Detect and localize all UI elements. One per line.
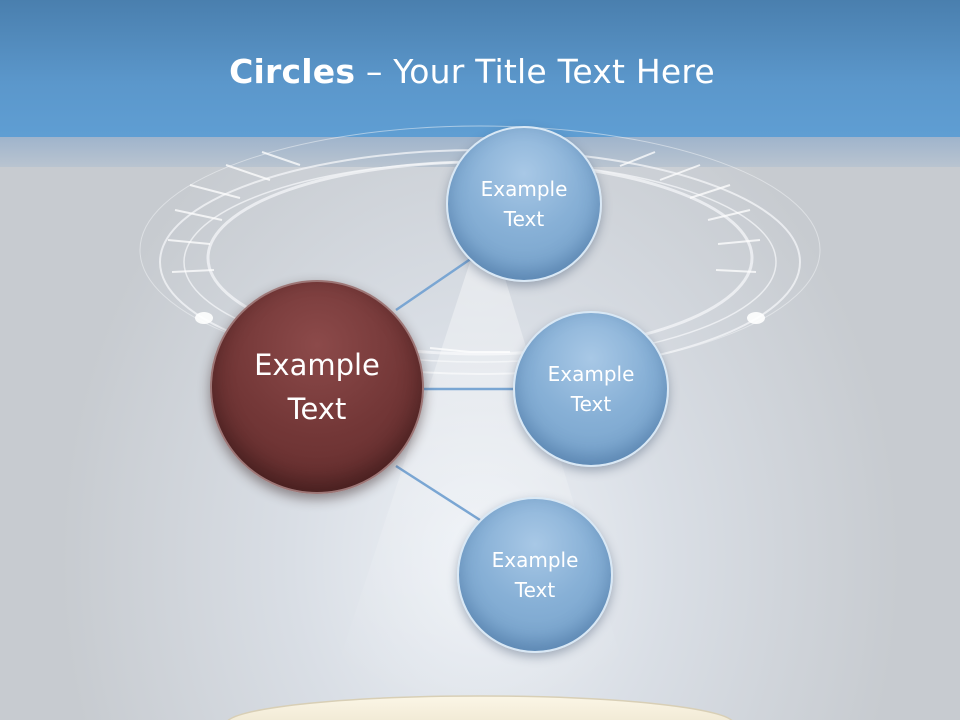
satellite-circle-1[interactable]: Example Text: [446, 126, 602, 282]
title-rest: – Your Title Text Here: [355, 52, 715, 91]
connector-3: [395, 464, 481, 522]
spotlights: [195, 312, 765, 324]
center-circle[interactable]: Example Text: [210, 280, 424, 494]
satellite-circle-1-label: Example Text: [480, 177, 568, 231]
satellite-circle-3[interactable]: Example Text: [457, 497, 613, 653]
title-bar: [0, 0, 960, 137]
satellite-circle-2[interactable]: Example Text: [513, 311, 669, 467]
center-circle-label: Example Text: [254, 348, 380, 426]
satellite-circle-2-label: Example Text: [547, 362, 635, 416]
satellite-circle-3-label: Example Text: [491, 548, 579, 602]
slide-title: Circles – Your Title Text Here: [0, 52, 944, 91]
connector-1: [395, 256, 473, 312]
title-bold: Circles: [229, 52, 356, 91]
podium: [227, 695, 733, 720]
connectors: [395, 256, 516, 522]
